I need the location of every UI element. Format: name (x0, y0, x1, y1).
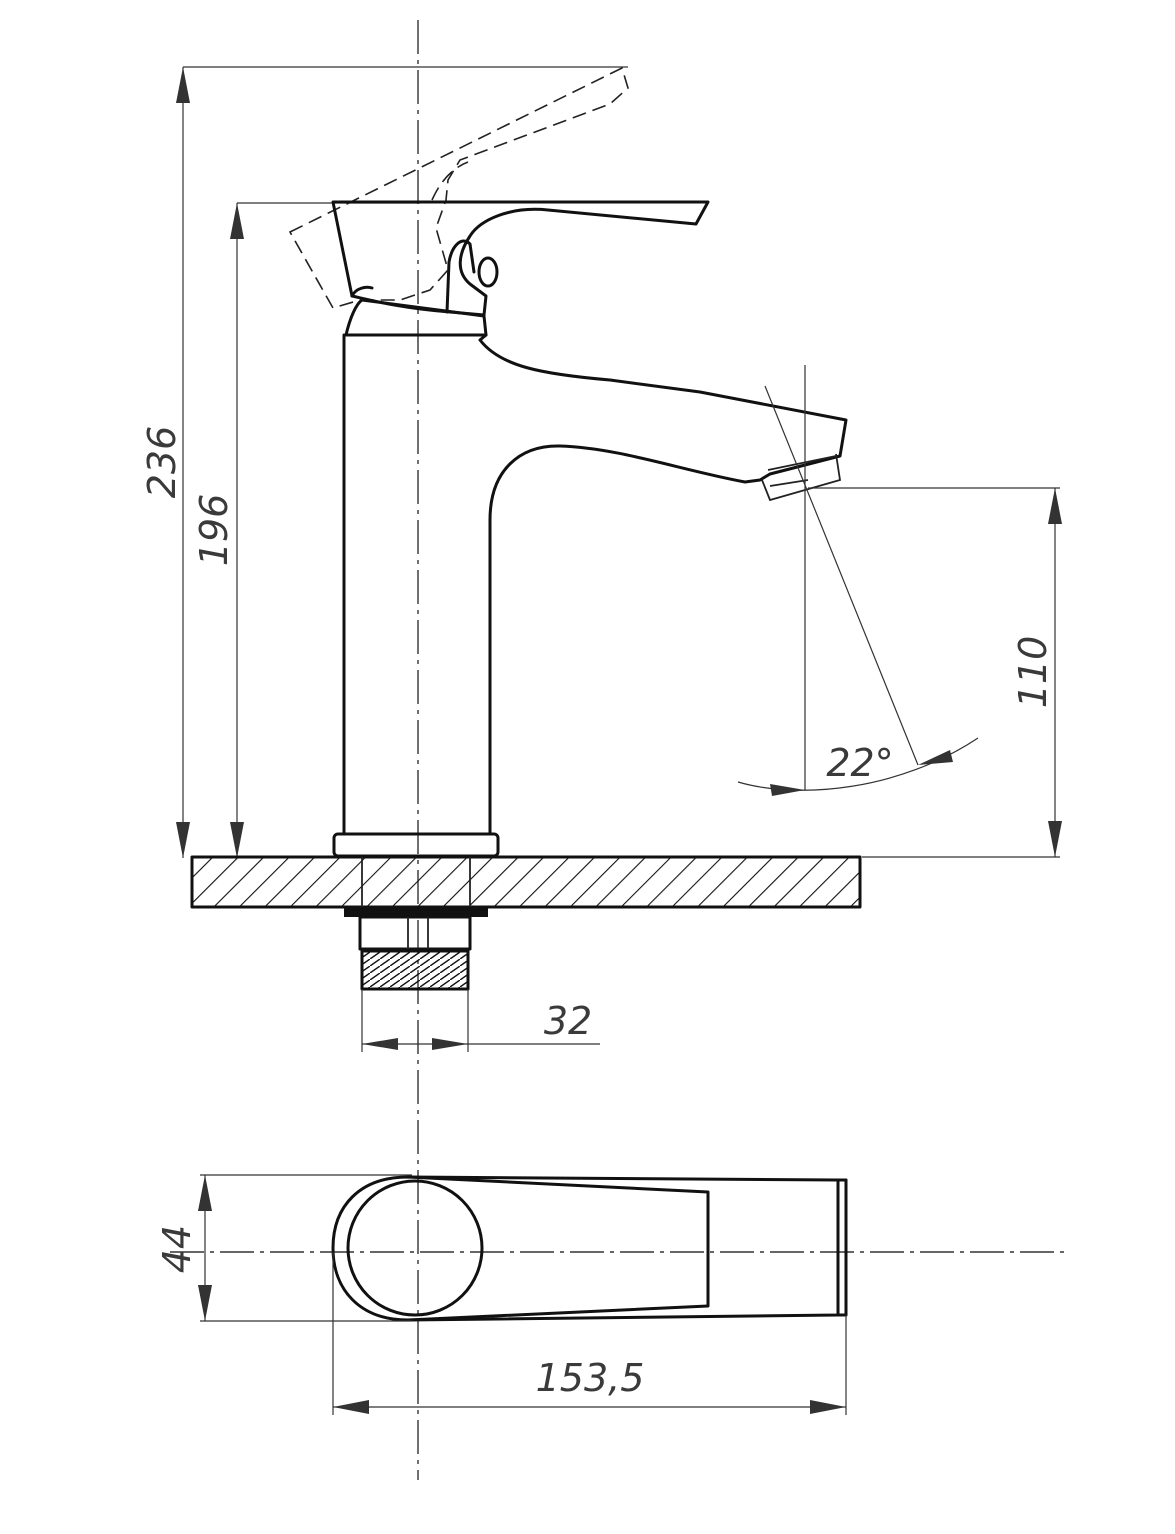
dimension-total-height: 236 (140, 66, 628, 858)
dimension-label-44: 44 (155, 1225, 199, 1273)
dimension-label-236: 236 (140, 426, 184, 499)
cartridge-collar (344, 298, 488, 337)
dimension-label-196: 196 (192, 494, 236, 567)
top-view-outline (331, 1175, 848, 1322)
dimension-base-width: 44 (155, 1174, 412, 1322)
dimension-label-22-degrees: 22° (826, 741, 893, 785)
faucet-body (342, 333, 848, 836)
base-ring (332, 832, 500, 858)
lever-handle (331, 200, 710, 317)
dimension-spout-height: 110 (808, 487, 1062, 858)
mounting-surface (190, 855, 862, 909)
dimension-spout-angle: 22° (737, 365, 979, 796)
dimension-spout-length: 153,5 (332, 1252, 847, 1415)
dimension-lever-height: 196 (192, 202, 420, 858)
dimension-label-32: 32 (544, 999, 592, 1043)
lever-open-position (288, 66, 629, 309)
dimension-thread-diameter: 32 (361, 989, 600, 1052)
dimension-label-153-5: 153,5 (536, 1356, 645, 1400)
dimension-label-110: 110 (1011, 636, 1055, 709)
threaded-shank (344, 907, 488, 991)
